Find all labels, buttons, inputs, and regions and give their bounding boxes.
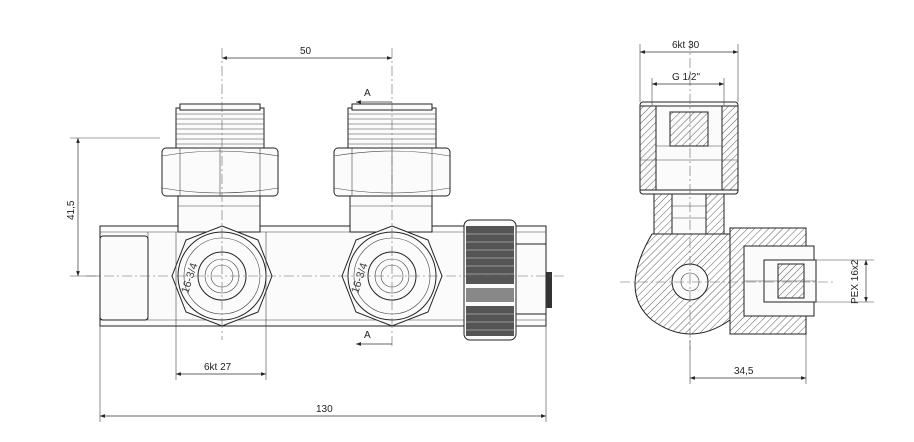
front-view: 16-3/4 xyxy=(66,46,566,422)
left-thread xyxy=(175,103,265,149)
dim-hex-side-label: 6kt 30 xyxy=(672,40,700,51)
dim-height-label: 41,5 xyxy=(66,200,77,220)
knurled-knob xyxy=(463,219,517,341)
dim-height: 41,5 xyxy=(66,137,160,277)
section-mark-bottom: A xyxy=(356,330,392,346)
left-end-cap xyxy=(99,235,149,321)
section-label-bottom: A xyxy=(364,330,371,341)
dim-depth-label: 34,5 xyxy=(734,366,754,377)
dim-length: 130 xyxy=(99,326,547,422)
left-neck xyxy=(177,195,261,233)
dim-thread-side: G 1/2" xyxy=(651,72,725,106)
dim-pipe: PEX 16x2 xyxy=(814,259,874,304)
dim-spacing: 50 xyxy=(222,46,392,60)
side-hex-nut xyxy=(639,101,739,195)
side-neck xyxy=(653,193,725,235)
dim-thread-side-label: G 1/2" xyxy=(672,72,700,83)
dim-length-label: 130 xyxy=(316,404,333,415)
side-valve-body xyxy=(634,233,731,335)
end-plug xyxy=(515,243,547,315)
dim-hex-front-label: 6kt 27 xyxy=(204,362,232,373)
dim-depth: 34,5 xyxy=(689,334,807,384)
left-hex-nut xyxy=(161,147,279,197)
dim-pipe-label: PEX 16x2 xyxy=(850,259,861,304)
section-label-top: A xyxy=(364,88,371,99)
dim-hex-front: 6kt 27 xyxy=(175,232,267,380)
dim-hex-side: 6kt 30 xyxy=(639,40,739,102)
section-mark-top: A xyxy=(356,88,392,104)
dim-spacing-label: 50 xyxy=(300,46,312,57)
side-view: 6kt 30 G 1/2" 34,5 PEX 16x2 xyxy=(620,40,874,384)
side-pipe-fitting xyxy=(729,227,817,335)
